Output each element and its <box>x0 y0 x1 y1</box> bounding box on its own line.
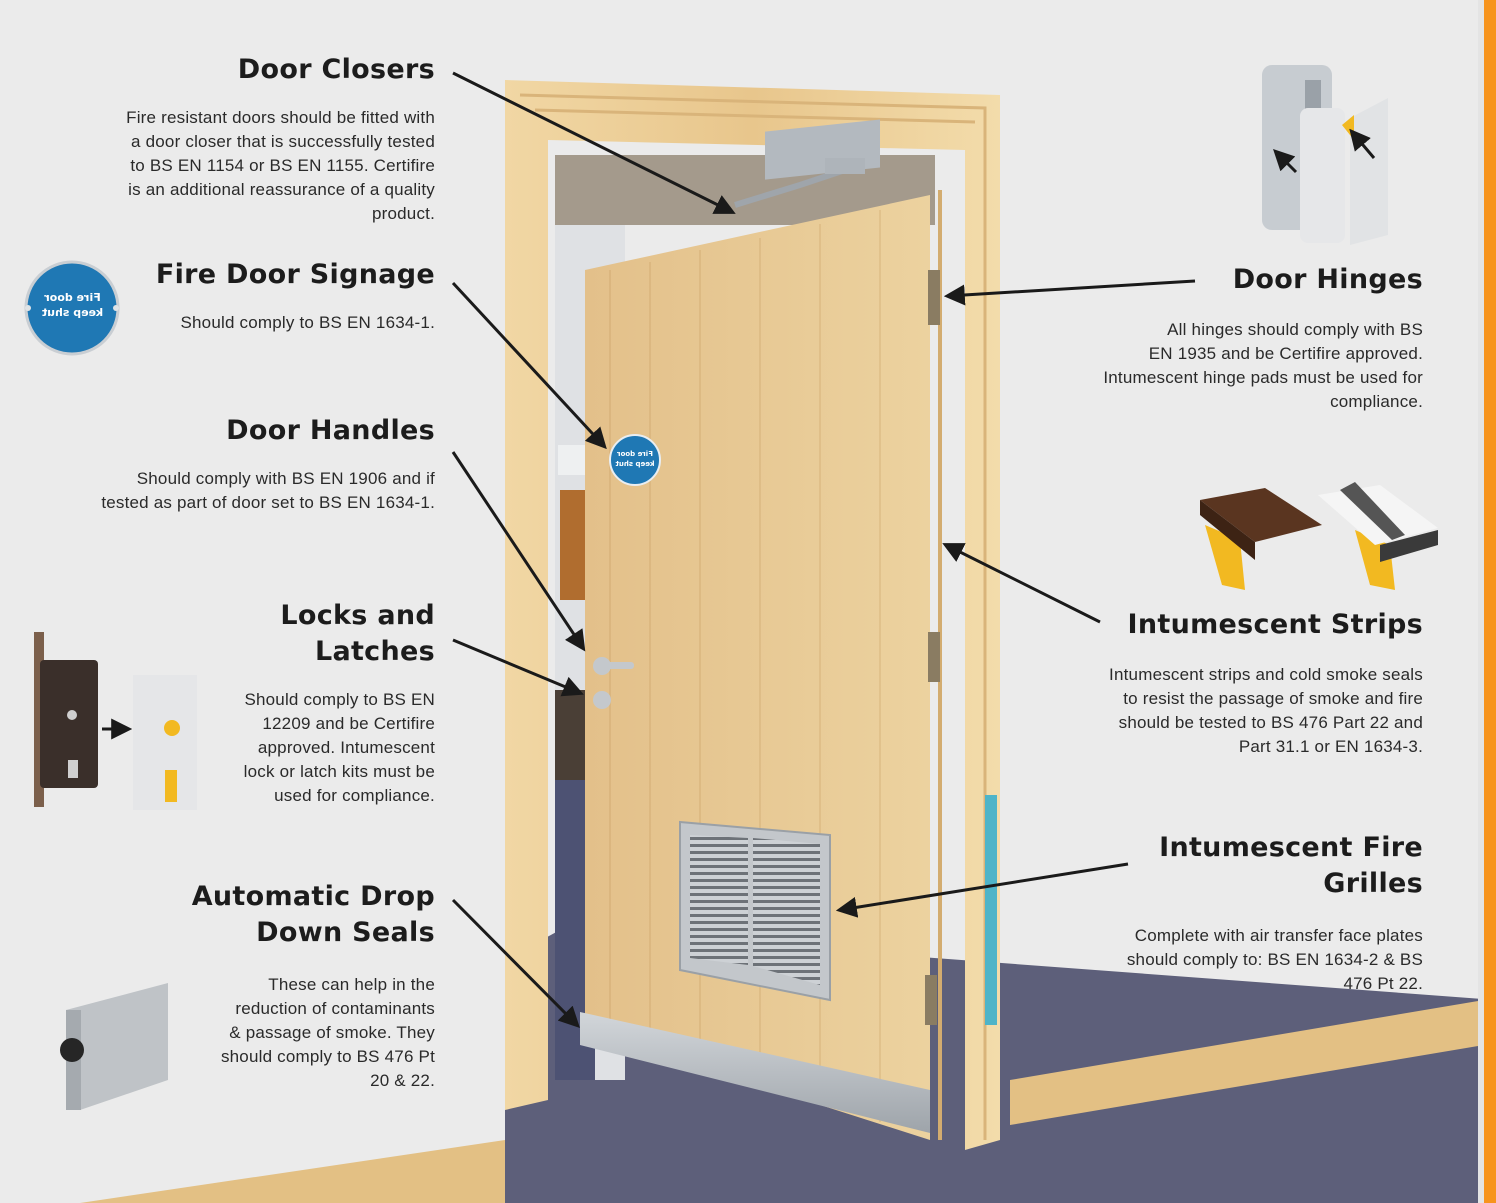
arrow-handles <box>451 451 586 652</box>
hinge-product-image <box>1262 65 1388 245</box>
hinge-bottom <box>925 975 937 1025</box>
door-closer <box>734 119 880 208</box>
locks-title: Locks and Latches <box>280 600 435 667</box>
signage-large-text: Fire door keep shut <box>35 290 110 320</box>
hinge-middle <box>928 632 940 682</box>
arrow-seals <box>451 898 580 1028</box>
door-handle <box>593 657 634 675</box>
strips-text: Intumescent strips and cold smoke seals … <box>1109 665 1423 756</box>
callout-drop-down-seals: Automatic Drop Down Seals These can help… <box>170 879 435 1093</box>
callout-locks-latches: Locks and Latches Should comply to BS EN… <box>200 598 435 808</box>
intumescent-strips-image <box>1200 482 1438 590</box>
callout-fire-door-signage: Fire Door Signage Should comply to BS EN… <box>130 257 435 335</box>
callout-door-hinges: Door Hinges All hinges should comply wit… <box>1040 262 1423 414</box>
handles-title: Door Handles <box>226 415 435 446</box>
intumescent-frame-strip <box>985 795 997 1025</box>
callout-intumescent-strips: Intumescent Strips Intumescent strips an… <box>1040 607 1423 759</box>
door-fire-sign <box>609 434 661 486</box>
edge-divider <box>1478 0 1484 1203</box>
arrow-locks <box>452 638 584 697</box>
signage-text: Should comply to BS EN 1634-1. <box>180 313 435 332</box>
door-sign-line-2: keep shut <box>615 460 655 468</box>
signage-product-image <box>24 260 120 356</box>
handles-text: Should comply with BS EN 1906 and if tes… <box>101 469 435 512</box>
room-aircon <box>558 445 588 475</box>
grilles-text: Complete with air transfer face plates s… <box>1126 926 1423 993</box>
callout-arrows <box>451 71 1196 1028</box>
arrow-hinges <box>943 279 1196 306</box>
door-closers-text: Fire resistant doors should be fitted wi… <box>126 108 435 223</box>
door-sign-text: Fire door keep shut <box>613 449 657 469</box>
callout-fire-grilles: Intumescent Fire Grilles Complete with a… <box>1040 830 1423 996</box>
seals-text: These can help in the reduction of conta… <box>220 975 435 1090</box>
arrow-door-closers <box>452 71 736 214</box>
callout-door-handles: Door Handles Should comply with BS EN 19… <box>30 413 435 515</box>
drop-down-seal-bar <box>580 1012 930 1133</box>
skirting-board-left <box>80 1140 505 1203</box>
door-closers-title: Door Closers <box>237 54 435 85</box>
callout-door-closers: Door Closers Fire resistant doors should… <box>40 52 435 226</box>
sign-line-2: keep shut <box>41 306 104 319</box>
arrow-strips <box>942 543 1101 624</box>
arrow-signage <box>451 281 607 450</box>
lock-intumescent-kit-image <box>133 675 197 810</box>
accent-bar <box>1484 0 1496 1203</box>
fire-grille <box>679 820 831 1002</box>
strips-title: Intumescent Strips <box>1127 609 1423 640</box>
sign-line-1: Fire door <box>44 291 101 304</box>
hinges-text: All hinges should comply with BS EN 1935… <box>1103 320 1423 411</box>
signage-title: Fire Door Signage <box>155 259 435 290</box>
hinge-top <box>928 270 940 325</box>
locks-text: Should comply to BS EN 12209 and be Cert… <box>243 690 435 805</box>
mortice-lock-image <box>34 632 98 807</box>
skirting-board-right <box>1010 1000 1484 1125</box>
door-sign-line-1: Fire door <box>617 450 653 458</box>
seals-title: Automatic Drop Down Seals <box>191 881 435 948</box>
arrow-grilles <box>835 862 1129 918</box>
room-desk <box>555 690 585 790</box>
hinges-title: Door Hinges <box>1232 264 1423 295</box>
door-leaf <box>585 195 930 1140</box>
grilles-title: Intumescent Fire Grilles <box>1159 832 1423 899</box>
drop-down-seal-image <box>60 983 168 1110</box>
door-lock-cylinder <box>593 691 611 709</box>
